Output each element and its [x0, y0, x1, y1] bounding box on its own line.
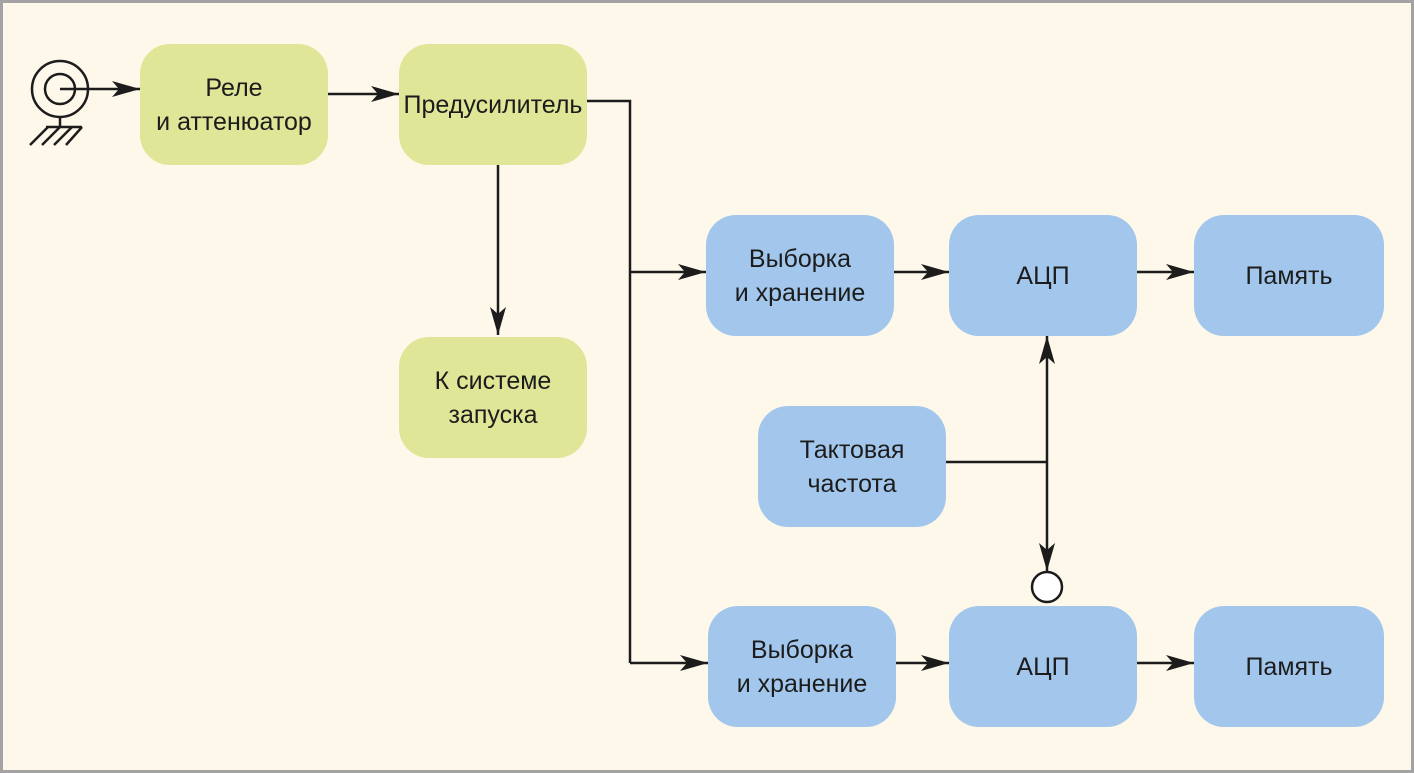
- memory-block-2: Память: [1194, 606, 1384, 727]
- block-label-line: частота: [807, 469, 897, 498]
- block-label-line: Выборка: [750, 635, 854, 664]
- adc-block-1: АЦП: [949, 215, 1137, 336]
- sample-hold-block-1: Выборка и хранение: [706, 215, 894, 336]
- adc-block-2: АЦП: [949, 606, 1137, 727]
- block-label-line: АЦП: [1016, 652, 1070, 681]
- ground-icon: [29, 117, 83, 146]
- block-label-line: и хранение: [736, 669, 868, 698]
- inversion-circle-icon: [1030, 570, 1064, 604]
- relay-attenuator-block: Реле и аттенюатор: [140, 44, 328, 165]
- block-label-line: Реле: [205, 73, 263, 102]
- clock-block: Тактовая частота: [758, 406, 946, 527]
- block-label-line: и аттенюатор: [156, 107, 312, 136]
- memory-block-1: Память: [1194, 215, 1384, 336]
- block-label-line: запуска: [448, 400, 538, 429]
- trigger-system-block: К системе запуска: [399, 337, 587, 458]
- block-label-line: Память: [1245, 261, 1333, 290]
- block-label-line: АЦП: [1016, 261, 1070, 290]
- preamplifier-block: Предусилитель: [399, 44, 587, 165]
- block-label-line: Предусилитель: [403, 90, 583, 119]
- block-label-line: Выборка: [748, 244, 852, 273]
- block-label-line: К системе: [434, 366, 552, 395]
- block-label-line: Память: [1245, 652, 1333, 681]
- connection-wires: [29, 59, 1194, 671]
- block-label-line: Тактовая: [799, 435, 905, 464]
- block-label-line: и хранение: [734, 278, 866, 307]
- sample-hold-block-2: Выборка и хранение: [708, 606, 896, 727]
- wire-preamp-split: [585, 99, 632, 663]
